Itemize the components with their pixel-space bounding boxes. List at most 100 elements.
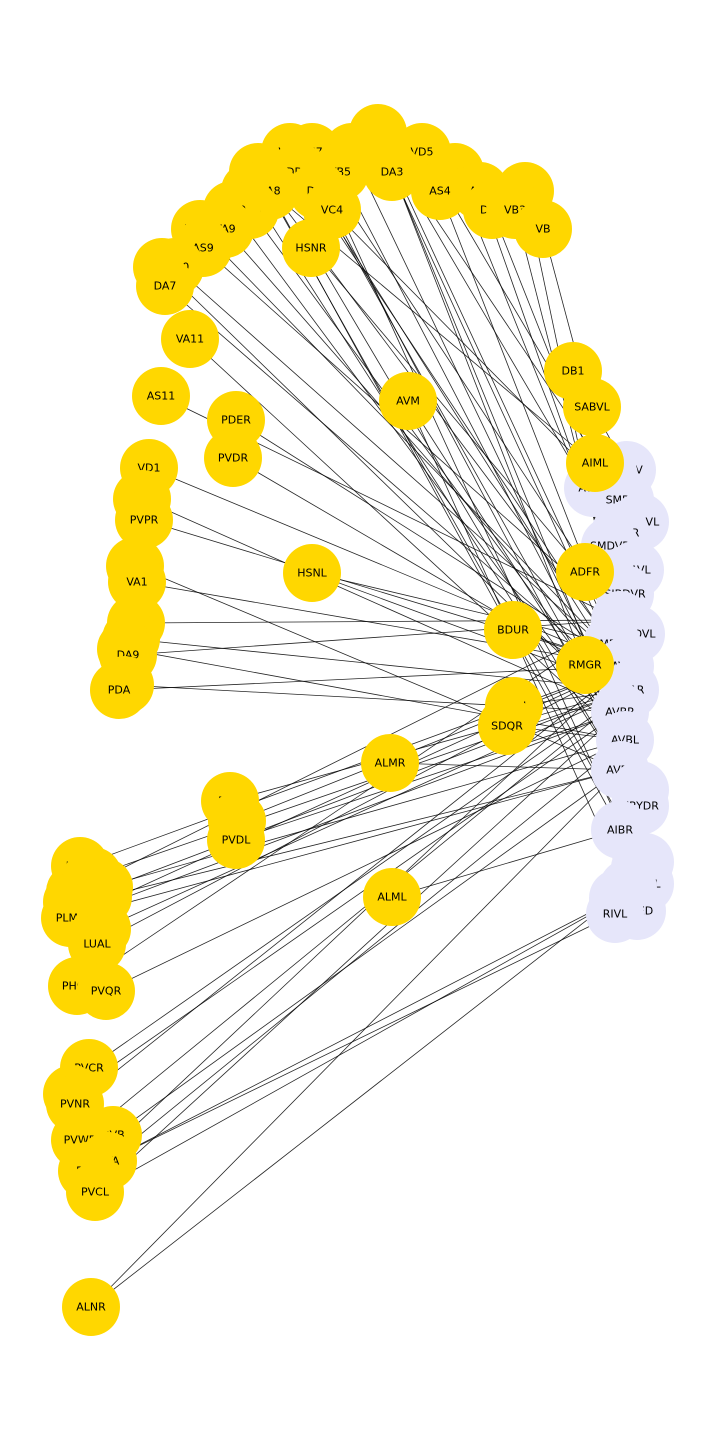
node-vb2: VB <box>514 200 572 258</box>
edge-PDA-AVAL <box>118 665 626 691</box>
node-label: VD5 <box>411 146 434 159</box>
node-pvdr: PVDR <box>204 429 262 487</box>
edge-VA9-AVAR <box>224 228 631 691</box>
node-sabvl: SABVL <box>563 378 621 436</box>
node-label: ALMR <box>375 757 406 770</box>
node-label: DA3 <box>381 166 404 179</box>
node-circle <box>363 868 421 926</box>
node-as11: AS11 <box>132 367 190 425</box>
node-aiml: AIML <box>566 434 624 492</box>
node-circle <box>136 257 194 315</box>
node-label: AVM <box>396 395 420 408</box>
node-circle <box>282 219 340 277</box>
node-hsnr: HSNR <box>282 219 340 277</box>
node-circle <box>484 601 542 659</box>
edge-PHCL-AVDL <box>74 619 621 893</box>
edge-AS10-AVAL <box>174 266 626 667</box>
edge-VA11-AVBL <box>189 338 626 741</box>
edge-PQR-AVBL <box>125 648 626 741</box>
node-circle <box>77 962 135 1020</box>
node-va11: VA11 <box>161 310 219 368</box>
node-as4: AS4 <box>411 162 469 220</box>
node-circle <box>161 310 219 368</box>
node-hsnl: HSNL <box>283 544 341 602</box>
node-circle <box>556 543 614 601</box>
node-label: PVCL <box>81 1186 110 1199</box>
node-circle <box>363 143 421 201</box>
node-pvcl: PVCL <box>66 1163 124 1221</box>
node-circle <box>62 1278 120 1336</box>
node-label: PVPR <box>130 514 159 527</box>
edge-PVWR-AVAR <box>79 689 631 1141</box>
edge-PVCL-AVBR <box>94 711 621 1193</box>
node-alnr: ALNR <box>62 1278 120 1336</box>
edge-PVPR-AVAL <box>143 519 626 667</box>
node-label: BDUR <box>497 624 529 637</box>
node-label: DB1 <box>561 365 584 378</box>
edge-PDER-AVAL <box>235 419 626 667</box>
node-label: VA1 <box>126 576 147 589</box>
node-label: SABVL <box>574 401 610 414</box>
node-pvqr: PVQR <box>77 962 135 1020</box>
node-pda: PDA <box>90 661 148 719</box>
node-label: LUAL <box>83 938 111 951</box>
node-label: PDER <box>221 414 251 427</box>
edge-PLML2-AVEL <box>69 769 621 919</box>
node-circle <box>132 367 190 425</box>
edge-VD11-AVBR <box>161 266 621 713</box>
edge-DA9-AVDL <box>127 619 621 656</box>
edge-VA12-AVAL <box>136 581 626 667</box>
edge-DA7-AVAR <box>164 285 631 691</box>
node-circle <box>361 734 419 792</box>
edge-PHCR-AVDL <box>76 619 621 987</box>
edge-PHBL-AVAR <box>92 689 631 877</box>
node-label: PVDR <box>218 452 249 465</box>
node-rivl: RIVL <box>586 885 644 943</box>
node-label: DA7 <box>154 280 177 293</box>
node-label: VA11 <box>176 333 204 346</box>
node-sdqr: SDQR <box>478 697 536 755</box>
edge-DVA-RIVR <box>107 897 619 1162</box>
node-rmgr: RMGR <box>556 636 614 694</box>
edge-PVCL-IL2DL <box>94 883 646 1193</box>
edge-VD12-AVAL <box>148 467 626 667</box>
node-circle <box>411 162 469 220</box>
edge-DA8-AVAR <box>130 638 631 691</box>
node-circle <box>115 491 173 549</box>
node-adfr: ADFR <box>556 543 614 601</box>
node-circle <box>90 661 148 719</box>
node-layer: RMEVSMBDRAVKRSMBVRSMDVLSMBVRSMDVRRIAVLSI… <box>41 104 674 1336</box>
node-label: PVDL <box>222 834 252 847</box>
edge-VB5-AVBR <box>339 171 621 713</box>
node-label: AIML <box>582 457 609 470</box>
node-circle <box>66 1163 124 1221</box>
node-circle <box>207 811 265 869</box>
node-label: AS4 <box>429 185 451 198</box>
node-circle <box>204 429 262 487</box>
node-circle <box>514 200 572 258</box>
edge-AS7-IL1DL <box>311 151 641 869</box>
node-label: PVQR <box>91 985 122 998</box>
edge-PVNR2-AVAL <box>74 665 626 1105</box>
node-da3: DA3 <box>363 143 421 201</box>
node-label: PVNR <box>60 1098 90 1111</box>
edge-ALNR-AVEL <box>90 769 621 1308</box>
edge-PVT-AVBR <box>141 498 621 713</box>
edge-VB9-IL2DR <box>257 171 646 863</box>
edge-PVQL-AVAR <box>101 689 631 930</box>
edge-PVNR-AVBR <box>86 711 621 913</box>
node-label: HSNR <box>295 242 326 255</box>
node-label: VB <box>535 223 550 236</box>
node-bdur: BDUR <box>484 601 542 659</box>
node-almr: ALMR <box>361 734 419 792</box>
node-da7: DA7 <box>136 257 194 315</box>
edge-PVR-AVAL <box>86 665 626 1172</box>
edge-PVQR-AVBL <box>105 739 626 992</box>
node-circle <box>108 553 166 611</box>
edge-DD6-AVDL <box>135 619 621 624</box>
node-label: AS11 <box>147 390 176 403</box>
edge-PVDL-AVBR <box>235 711 621 841</box>
node-avm: AVM <box>379 372 437 430</box>
node-label: AIBR <box>607 824 633 837</box>
